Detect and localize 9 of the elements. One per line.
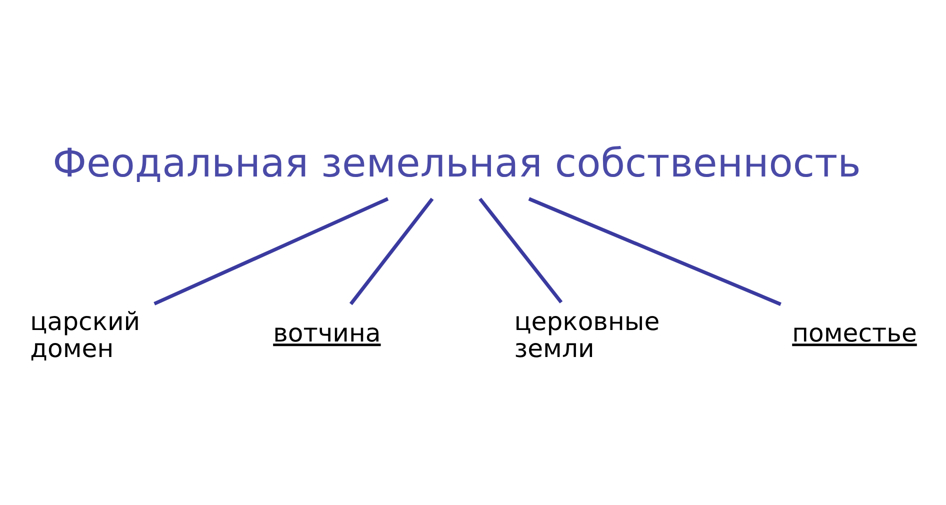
connector [528, 197, 782, 306]
connector [154, 197, 389, 306]
node-text: Феодальная земельная собственность [52, 140, 861, 186]
node-text: поместье [792, 318, 917, 348]
node-text: царский домен [30, 306, 140, 363]
connector [478, 198, 563, 304]
node-text: вотчина [273, 318, 381, 348]
node-text: церковные земли [514, 306, 660, 363]
connector [349, 198, 434, 306]
